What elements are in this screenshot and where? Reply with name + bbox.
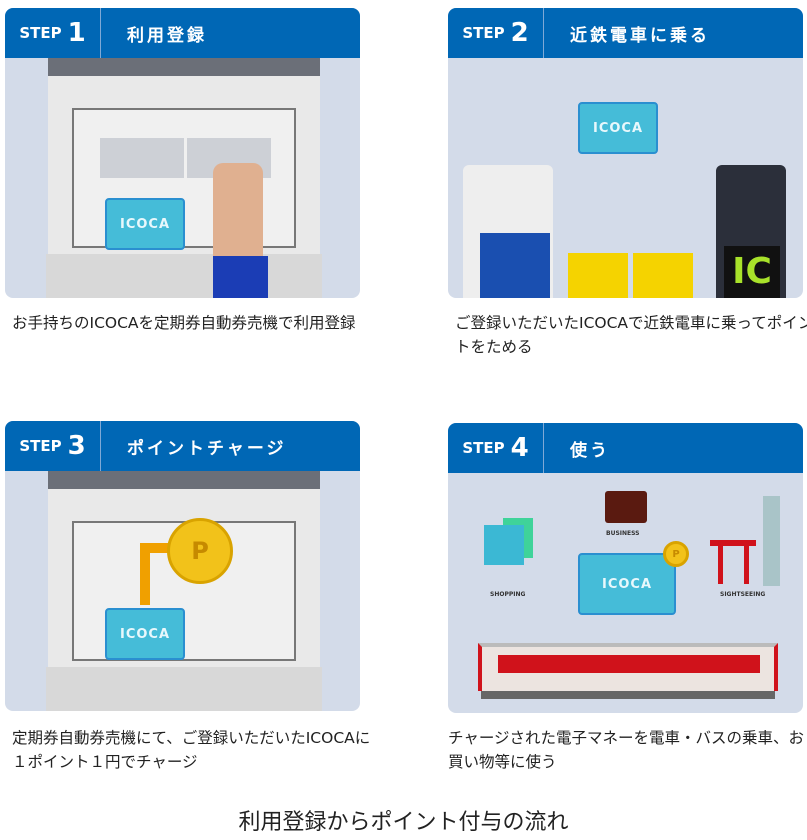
step-3-header: STEP 3 ポイントチャージ — [5, 421, 360, 471]
step-label: STEP — [19, 437, 62, 455]
hand-icon — [213, 163, 263, 258]
point-coin-icon: P — [663, 541, 689, 567]
shopping-bag-icon — [484, 525, 524, 565]
step-4-panel: STEP 4 使う SHOPPING BUSINESS ICOCA P SIGHT… — [448, 423, 803, 713]
briefcase-icon — [605, 491, 647, 523]
ticket-machine-illustration — [46, 471, 322, 711]
step-number: 2 — [510, 18, 529, 48]
train-illustration — [478, 643, 778, 691]
step-2-panel: STEP 2 近鉄電車に乗る ICOCA IC — [448, 8, 803, 298]
step-title: 使う — [570, 440, 610, 461]
step-3-caption: 定期券自動券売機にて、ご登録いただいたICOCAに１ポイント１円でチャージ — [12, 729, 371, 771]
ticket-machine-illustration — [46, 58, 322, 298]
shopping-label: SHOPPING — [490, 591, 526, 598]
step-number: 1 — [67, 18, 86, 48]
step-1-caption: お手持ちのICOCAを定期券自動券売機で利用登録 — [12, 314, 356, 332]
step-title: 利用登録 — [127, 25, 207, 46]
step-label: STEP — [19, 24, 62, 42]
step-title: 近鉄電車に乗る — [570, 25, 710, 46]
sightseeing-label: SIGHTSEEING — [720, 591, 766, 598]
torii-gate-icon — [710, 540, 756, 546]
icoca-card: ICOCA — [105, 198, 185, 250]
step-number: 4 — [510, 433, 529, 463]
step-number: 3 — [67, 431, 86, 461]
step-4-caption: チャージされた電子マネーを電車・バスの乗車、お買い物等に使う — [448, 729, 805, 771]
step-label: STEP — [462, 439, 505, 457]
step-4-header: STEP 4 使う — [448, 423, 803, 473]
step-1-header: STEP 1 利用登録 — [5, 8, 360, 58]
step-2-caption: ご登録いただいたICOCAで近鉄電車に乗ってポイントをためる — [455, 314, 807, 356]
footer-title: 利用登録からポイント付与の流れ — [238, 810, 569, 835]
icoca-card: ICOCA — [578, 102, 658, 154]
step-2-header: STEP 2 近鉄電車に乗る — [448, 8, 803, 58]
icoca-card: ICOCA — [105, 608, 185, 660]
step-label: STEP — [462, 24, 505, 42]
icoca-card: ICOCA — [578, 553, 676, 615]
step-title: ポイントチャージ — [127, 438, 287, 459]
step-1-panel: STEP 1 利用登録 ICOCA — [5, 8, 360, 298]
point-coin-icon: P — [167, 518, 233, 584]
arrow-icon — [140, 543, 180, 605]
step-3-panel: STEP 3 ポイントチャージ P ICOCA — [5, 421, 360, 711]
business-label: BUSINESS — [606, 530, 640, 537]
ic-reader: IC — [724, 246, 780, 298]
tower-icon — [763, 496, 780, 586]
